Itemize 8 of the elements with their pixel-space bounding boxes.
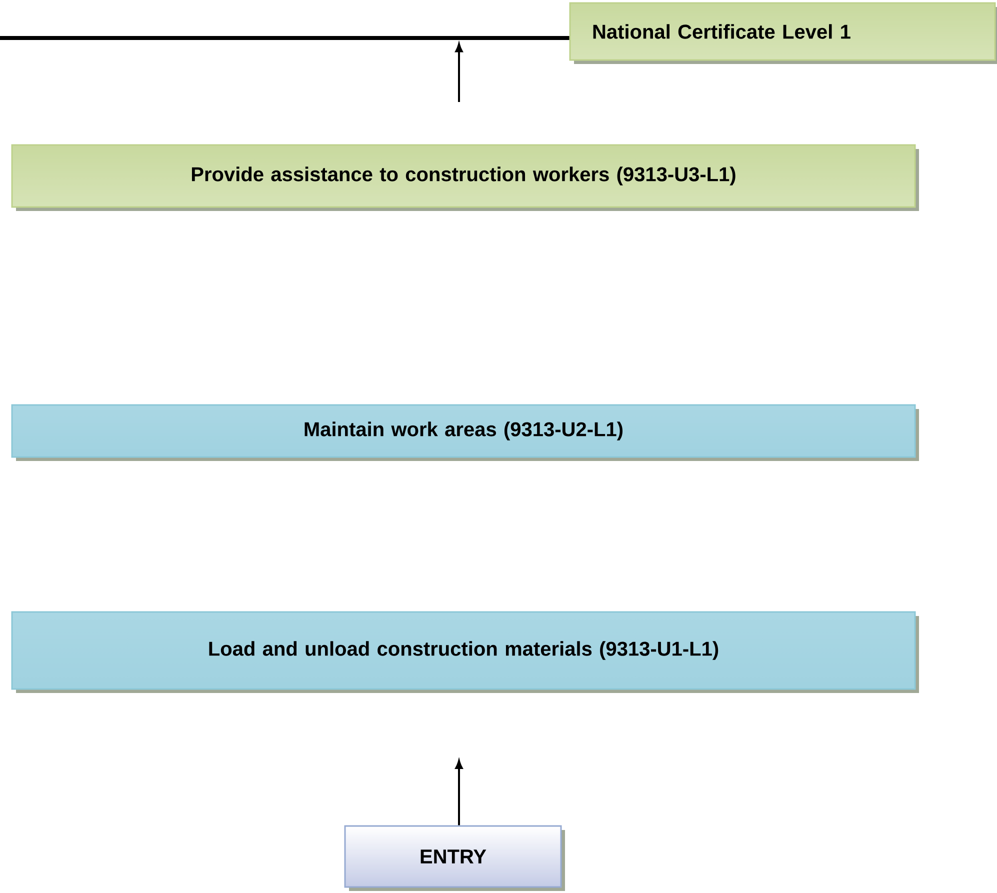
- entry-box: ENTRY: [344, 825, 565, 891]
- unit-box: Maintain work areas (9313-U2-L1): [11, 404, 919, 461]
- horizontal-bar: [0, 36, 570, 40]
- level-box: National Certificate Level 1: [569, 2, 997, 64]
- arrow: [455, 760, 463, 826]
- unit-box: Load and unload construction materials (9313-U1-L1): [11, 611, 919, 693]
- level-box: Provide assistance to construction workers (9313-U3-L1): [11, 144, 919, 211]
- arrow: [455, 43, 463, 102]
